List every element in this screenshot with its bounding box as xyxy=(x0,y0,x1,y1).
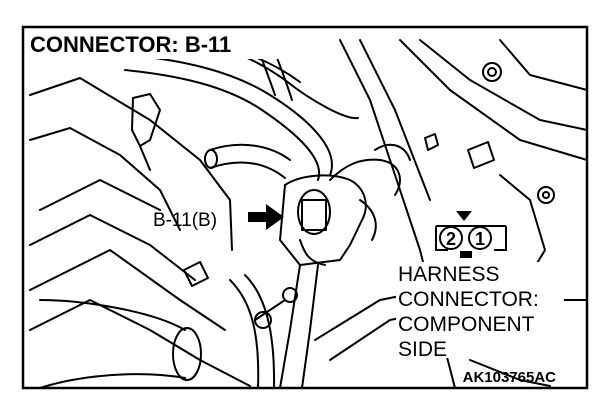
harness-label-line-1: HARNESS xyxy=(398,263,500,286)
pin-1-label: 1 xyxy=(475,229,485,249)
pin-1-circle xyxy=(468,226,492,250)
pin-2-circle xyxy=(439,226,463,250)
harness-label-background xyxy=(396,262,564,358)
engine-bay-artwork xyxy=(29,39,588,389)
harness-connector-symbol: 2 1 xyxy=(435,211,507,258)
diagram-title: CONNECTOR: B-11 xyxy=(30,32,231,57)
connector-lock-icon xyxy=(456,211,472,221)
harness-label-line-3: COMPONENT xyxy=(398,313,535,336)
callout-label: B-11(B) xyxy=(153,210,217,231)
pin-2-label: 2 xyxy=(446,229,456,249)
harness-label-line-4: SIDE xyxy=(398,338,447,361)
figure-id: AK103765AC xyxy=(463,369,557,386)
title-background xyxy=(25,29,283,59)
callout-arrow-icon xyxy=(248,204,284,230)
harness-label-line-2: CONNECTOR: xyxy=(398,288,539,311)
